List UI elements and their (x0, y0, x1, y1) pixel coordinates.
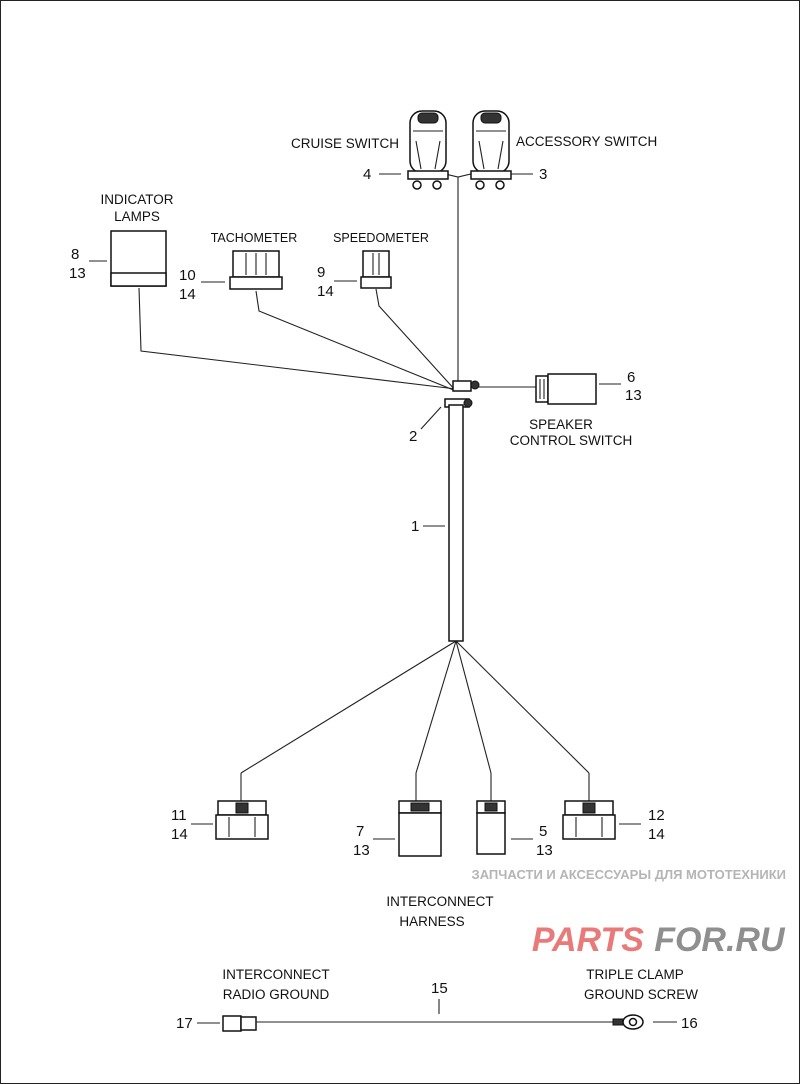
label-interconnect-harness: INTERCONNECT (386, 894, 493, 909)
connector-11 (215, 800, 269, 840)
speaker-control-switch-connector (535, 373, 597, 405)
callout-16: 16 (681, 1015, 698, 1032)
callout-7-13: 13 (353, 842, 370, 859)
callout-leaders (89, 173, 677, 1024)
label-accessory-switch: ACCESSORY SWITCH (516, 134, 657, 149)
radio-ground-strap (222, 1014, 644, 1032)
callout-8-13: 13 (69, 265, 86, 282)
callout-7: 7 (356, 823, 364, 840)
callout-1: 1 (411, 518, 419, 535)
callout-9: 9 (317, 264, 325, 281)
callout-9-14: 14 (317, 283, 334, 300)
connector-12 (562, 800, 616, 840)
watermark-brand-a: PARTS (532, 921, 644, 959)
callout-12-14: 14 (648, 826, 665, 843)
harness-wires (138, 172, 590, 801)
label-speaker-control-2: CONTROL SWITCH (510, 433, 633, 448)
callout-12: 12 (648, 807, 665, 824)
callout-6-13: 13 (625, 387, 642, 404)
callout-2: 2 (409, 428, 417, 445)
connector-7 (398, 800, 442, 857)
label-tachometer: TACHOMETER (211, 231, 298, 245)
label-speedometer: SPEEDOMETER (333, 231, 429, 245)
label-triple-clamp: TRIPLE CLAMP (586, 967, 684, 982)
callout-15: 15 (431, 980, 448, 997)
watermark-brand-b: FOR.RU (654, 921, 786, 959)
harness-main-tube (448, 404, 464, 642)
tachometer-connector (229, 250, 283, 290)
callout-11: 11 (171, 807, 187, 824)
label-speaker-control: SPEAKER (529, 417, 593, 432)
watermark-tagline: ЗАПЧАСТИ И АКСЕССУАРЫ ДЛЯ МОТОТЕХНИКИ (472, 867, 786, 882)
label-triple-clamp-2: GROUND SCREW (584, 987, 698, 1002)
component-labels: CRUISE SWITCH ACCESSORY SWITCH INDICATOR… (100, 134, 698, 1002)
indicator-lamps-connector (110, 230, 167, 287)
label-interconnect-harness-2: HARNESS (399, 914, 464, 929)
callout-5: 5 (539, 823, 547, 840)
callout-8: 8 (71, 246, 79, 263)
cruise-switch-part (407, 110, 449, 190)
watermark-logo: ЗАПЧАСТИ И АКСЕССУАРЫ ДЛЯ МОТОТЕХНИКИ PA… (472, 867, 786, 959)
label-indicator-lamps: INDICATOR (100, 192, 173, 207)
callout-11-14: 14 (171, 826, 188, 843)
callout-10: 10 (179, 267, 196, 284)
connector-5 (476, 800, 506, 855)
callout-4: 4 (363, 166, 371, 183)
callout-numbers: 4 3 8 13 10 14 9 14 6 13 2 1 11 14 7 13 … (69, 166, 698, 1032)
speedometer-connector (360, 250, 392, 289)
accessory-switch-part (470, 110, 512, 190)
callout-3: 3 (539, 166, 547, 183)
callout-5-13: 13 (536, 842, 553, 859)
label-cruise-switch: CRUISE SWITCH (291, 136, 399, 151)
callout-10-14: 14 (179, 286, 196, 303)
label-indicator-lamps-2: LAMPS (114, 209, 160, 224)
callout-6: 6 (627, 369, 635, 386)
callout-17: 17 (176, 1015, 193, 1032)
label-radio-ground: INTERCONNECT (222, 967, 329, 982)
label-radio-ground-2: RADIO GROUND (223, 987, 330, 1002)
